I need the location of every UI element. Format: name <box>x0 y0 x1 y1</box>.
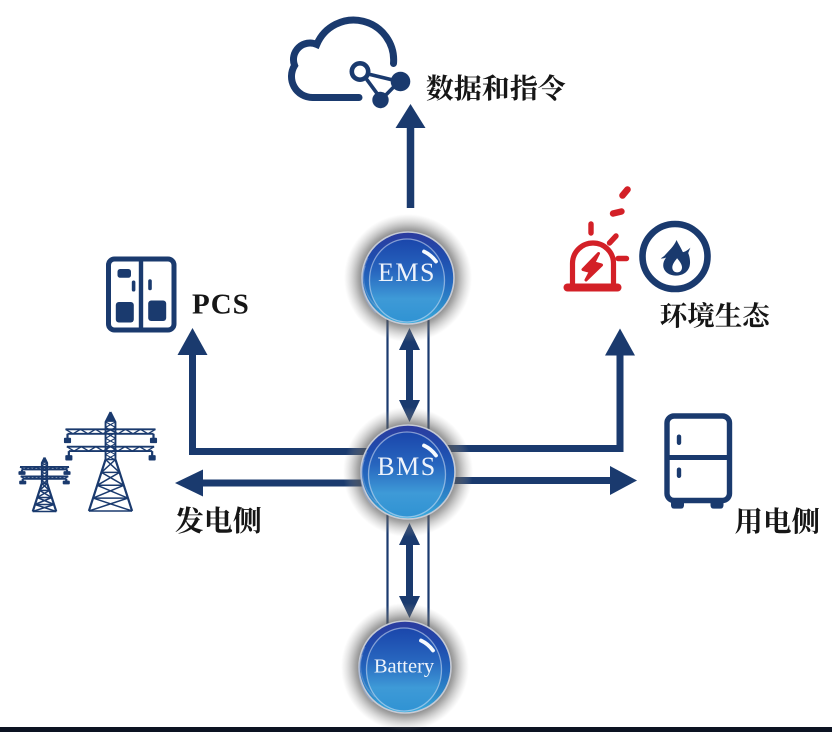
svg-text:Battery: Battery <box>374 656 435 678</box>
svg-text:PCS: PCS <box>192 289 250 321</box>
svg-text:EMS: EMS <box>378 258 436 287</box>
svg-text:BMS: BMS <box>377 452 436 481</box>
